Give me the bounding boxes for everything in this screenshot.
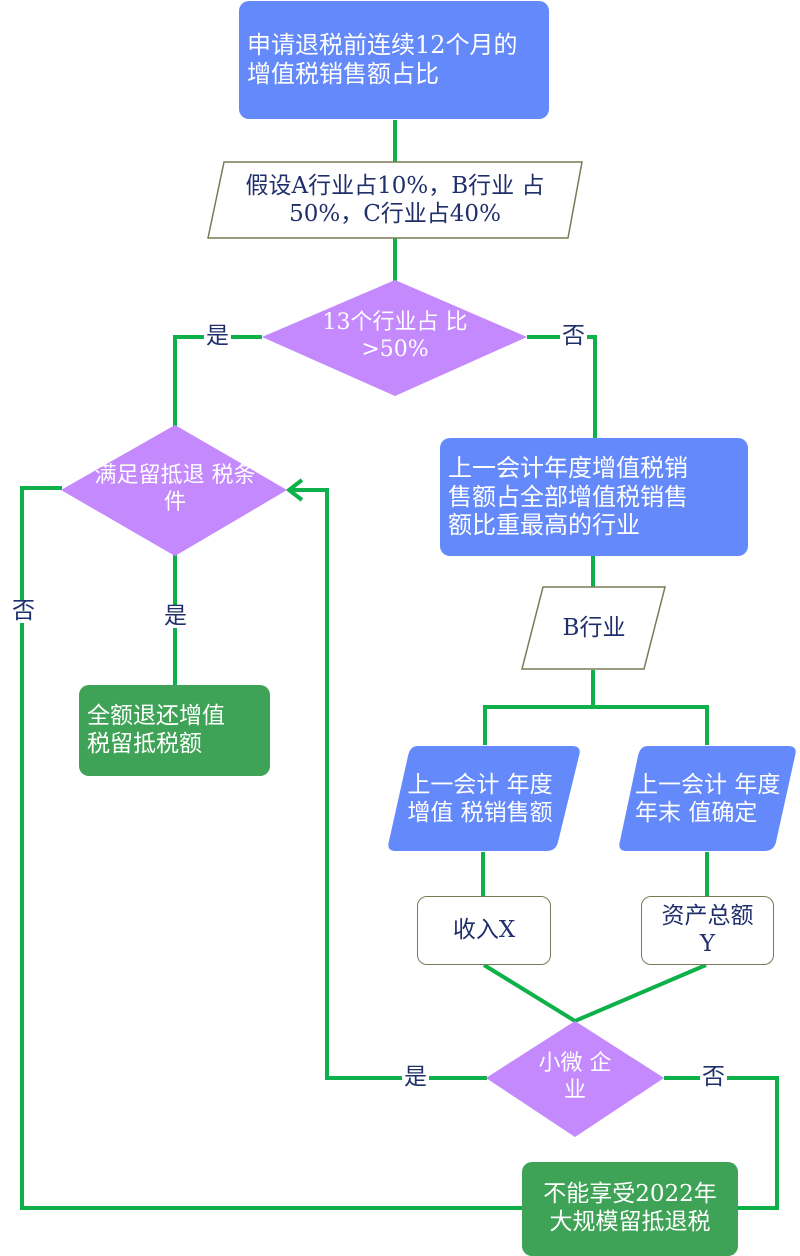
b-industry-node: B行业	[530, 590, 658, 666]
small-yes-label: 是	[402, 1064, 429, 1090]
income-x-node: 收入X	[417, 896, 551, 965]
edge-b-split-right	[593, 705, 709, 745]
not-eligible-line-1: 不能享受2022年	[543, 1181, 717, 1208]
decision-refund: 满足留抵退 税条件	[90, 458, 260, 522]
industry-yes-label: 是	[204, 323, 231, 349]
total-assets-node: 资产总额 Y	[641, 896, 774, 965]
decision-refund-line-1: 满足留抵退	[94, 463, 205, 489]
highest-industry-line-3: 额比重最高的行业	[448, 511, 640, 540]
edge-merge-to-small	[482, 963, 707, 1024]
decision-industry: 13个行业占 比>50%	[300, 305, 490, 369]
assets-line-1: 上一会计	[635, 771, 727, 798]
edge-refund-no	[20, 486, 522, 1210]
sales-line-2: 年度增值	[407, 771, 553, 826]
decision-industry-line-2: 比>50%	[361, 310, 468, 362]
arrowhead-refund	[285, 478, 304, 502]
start-node: 申请退税前连续12个月的增值税销售额占比	[239, 1, 549, 119]
industry-no-label: 否	[560, 323, 587, 349]
decision-small-line-1: 小微	[538, 1051, 583, 1077]
not-eligible-line-2: 大规模留抵退税	[549, 1209, 711, 1235]
refund-no-label: 否	[10, 598, 37, 624]
start-node-label: 申请退税前连续12个月的增值税销售额占比	[247, 31, 518, 88]
full-refund-line-1: 全额退还增值	[87, 702, 225, 729]
edge-b-split	[483, 670, 595, 745]
assets-node: 上一会计 年度年末 值确定	[635, 750, 785, 848]
income-x-label: 收入X	[452, 916, 516, 943]
highest-industry-node: 上一会计年度增值税销 售额占全部增值税销售 额比重最高的行业	[440, 438, 748, 556]
not-eligible-node: 不能享受2022年 大规模留抵退税	[522, 1162, 738, 1256]
total-assets-line-1: 资产总额	[661, 902, 754, 929]
decision-small-line-2: 企业	[563, 1051, 612, 1103]
decision-small: 小微 企业	[535, 1046, 615, 1110]
sales-line-1: 上一会计	[407, 771, 500, 798]
assumption-line-2: 占50%，C行业占40%	[289, 172, 545, 227]
full-refund-node: 全额退还增值 税留抵税额	[79, 685, 270, 776]
assumption-line-1: 假设A行业占10%，B行业	[245, 172, 515, 199]
total-assets-line-2: Y	[699, 930, 716, 957]
assets-line-2: 年度年末	[635, 771, 781, 826]
decision-industry-line-1: 13个行业占	[322, 310, 439, 336]
sales-line-3: 税销售额	[460, 800, 553, 826]
edge-industry-yes	[173, 335, 262, 428]
highest-industry-line-2: 售额占全部增值税销售	[448, 482, 688, 511]
small-no-label: 否	[700, 1064, 727, 1090]
decision-refund-line-2: 税条件	[163, 463, 256, 515]
refund-yes-label: 是	[162, 603, 189, 629]
assets-line-3: 值确定	[688, 800, 758, 826]
full-refund-line-2: 税留抵税额	[87, 730, 202, 757]
assumption-node: 假设A行业占10%，B行业 占50%，C行业占40%	[220, 164, 570, 236]
edge-industry-no	[527, 335, 597, 438]
b-industry-label: B行业	[562, 614, 626, 641]
highest-industry-line-1: 上一会计年度增值税销	[448, 453, 688, 482]
sales-node: 上一会计 年度增值 税销售额	[405, 750, 555, 848]
